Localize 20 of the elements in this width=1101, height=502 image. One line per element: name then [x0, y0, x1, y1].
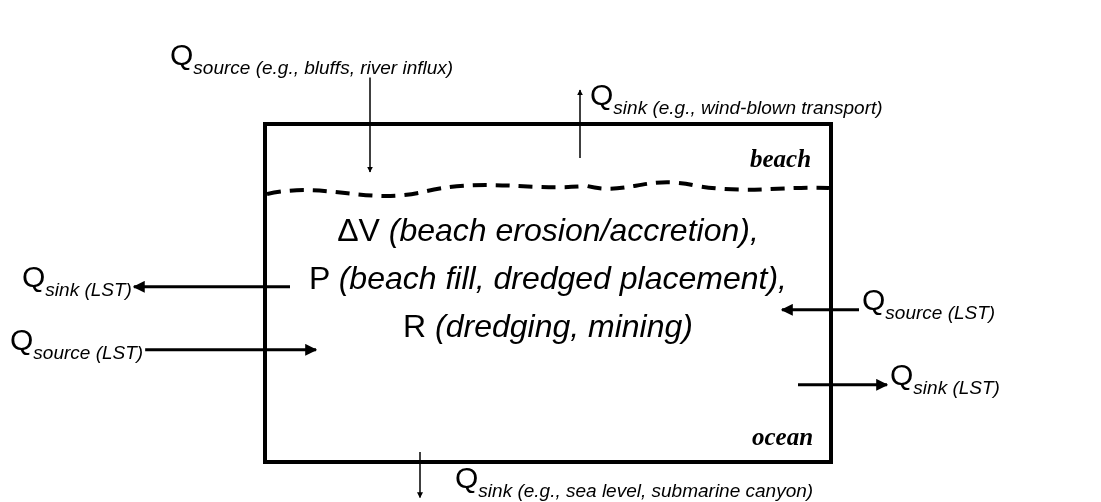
arrow	[577, 89, 583, 159]
control-volume-box	[263, 122, 833, 464]
flux-label: Q$_{source (e.g., bluffs, river influx)}$	[170, 40, 454, 77]
region-label: ocean	[752, 424, 814, 449]
flux-label: Q$_{sink (e.g., wind-blown transport)}$	[590, 80, 883, 117]
flux-label: Q$_{source (LST)}$	[862, 285, 996, 322]
arrow	[132, 280, 290, 293]
budget-term-text: ΔV (beach erosion/accretion),	[336, 214, 760, 246]
budget-term-text: P (beach fill, dredged placement),	[308, 262, 788, 294]
flux-label: Q$_{sink (e.g., sea level, submarine canyon)}$	[455, 463, 814, 500]
arrow	[367, 76, 373, 173]
arrow	[145, 343, 318, 356]
region-label: beach	[750, 146, 812, 171]
arrow	[417, 451, 423, 499]
flux-label: Q$_{sink (LST)}$	[890, 360, 1000, 397]
flux-label: Q$_{source (LST)}$	[10, 325, 144, 362]
arrow	[798, 378, 889, 391]
arrow	[780, 303, 859, 316]
flux-label: Q$_{sink (LST)}$	[22, 262, 132, 299]
budget-term-text: R (dredging, mining)	[402, 310, 694, 342]
